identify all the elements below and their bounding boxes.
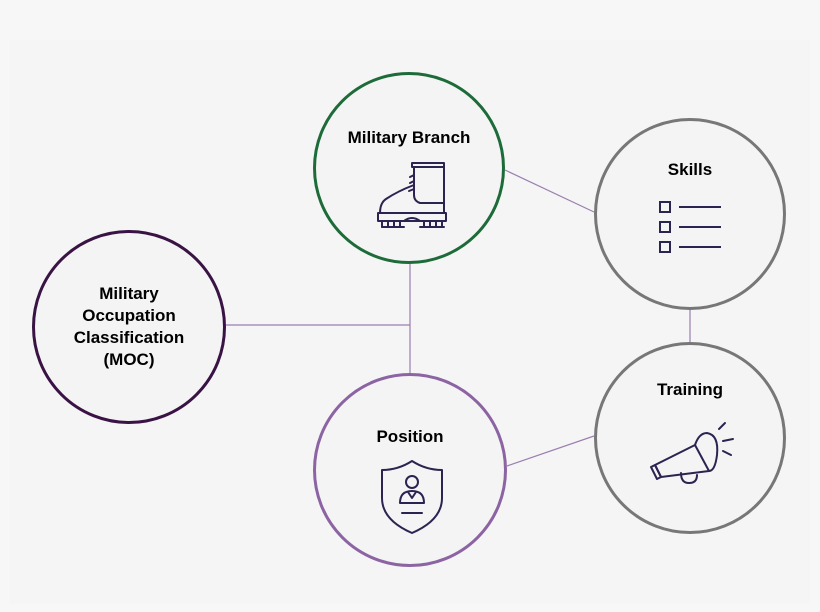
node-military-branch: Military Branch bbox=[313, 72, 505, 264]
moc-label-line: Classification bbox=[73, 328, 185, 347]
connector-position-training bbox=[506, 435, 595, 467]
badge-shield-icon bbox=[381, 460, 443, 534]
boot-icon bbox=[377, 162, 447, 228]
moc-label-line: Military bbox=[99, 284, 159, 303]
moc-label-line: Occupation bbox=[82, 306, 176, 325]
checklist-icon bbox=[659, 201, 721, 253]
moc-label-line: (MOC) bbox=[103, 350, 155, 369]
node-label-training: Training bbox=[656, 380, 724, 399]
node-training: Training bbox=[594, 342, 786, 534]
node-label-military-branch: Military Branch bbox=[347, 128, 471, 147]
node-label-skills: Skills bbox=[667, 160, 713, 179]
node-label-position: Position bbox=[376, 427, 444, 446]
connector-branch-skills bbox=[504, 169, 595, 213]
node-moc: Military Occupation Classification (MOC) bbox=[32, 230, 226, 424]
node-skills: Skills bbox=[594, 118, 786, 310]
node-position: Position bbox=[313, 373, 507, 567]
node-label-moc: Military Occupation Classification (MOC) bbox=[35, 283, 223, 371]
megaphone-icon bbox=[650, 422, 734, 484]
